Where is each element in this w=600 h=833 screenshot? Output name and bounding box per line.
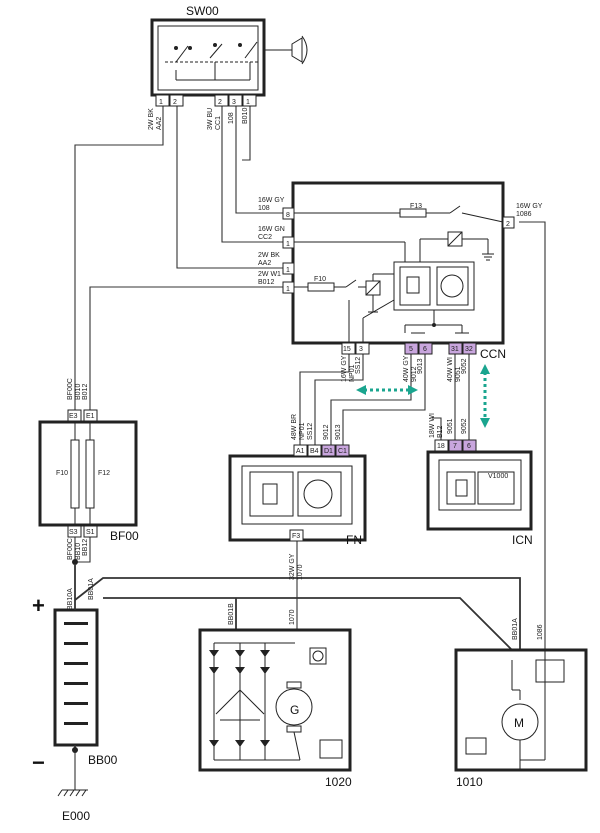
svg-text:1: 1 bbox=[286, 241, 290, 248]
minus-sign: − bbox=[32, 750, 45, 775]
svg-text:6: 6 bbox=[423, 346, 427, 353]
svg-text:16W GYNP01: 16W GYNP01 bbox=[341, 355, 356, 382]
svg-text:108: 108 bbox=[228, 112, 235, 124]
svg-text:1086: 1086 bbox=[537, 624, 544, 640]
wires bbox=[74, 106, 546, 790]
svg-text:S3: S3 bbox=[69, 529, 78, 536]
svg-text:9052: 9052 bbox=[461, 418, 468, 434]
svg-text:1: 1 bbox=[246, 99, 250, 106]
fn-label: FN bbox=[346, 533, 362, 547]
bf00-label: BF00 bbox=[110, 529, 139, 543]
svg-text:A1: A1 bbox=[296, 448, 305, 455]
svg-text:F10: F10 bbox=[314, 276, 326, 283]
svg-text:B4: B4 bbox=[310, 448, 319, 455]
svg-text:B012: B012 bbox=[82, 384, 89, 400]
bb00-battery bbox=[53, 559, 99, 797]
g-symbol: G bbox=[290, 703, 299, 717]
svg-text:E1: E1 bbox=[86, 413, 95, 420]
gen-label: 1020 bbox=[325, 775, 352, 789]
starter-label: 1010 bbox=[456, 775, 483, 789]
svg-text:F3: F3 bbox=[292, 533, 300, 540]
svg-text:2: 2 bbox=[173, 99, 177, 106]
svg-text:1: 1 bbox=[286, 267, 290, 274]
svg-text:F12: F12 bbox=[98, 470, 110, 477]
labels: SW00 CCN BF00 FN ICN BB00 E000 1020 1010… bbox=[32, 4, 544, 823]
svg-text:2: 2 bbox=[218, 99, 222, 106]
e000-label: E000 bbox=[62, 809, 90, 823]
svg-text:BB01A: BB01A bbox=[512, 618, 519, 640]
icn-module bbox=[426, 439, 533, 531]
svg-text:2W BKAA2: 2W BKAA2 bbox=[258, 252, 280, 267]
fn-module bbox=[228, 444, 367, 542]
signal-arrows bbox=[356, 364, 490, 428]
svg-text:9013: 9013 bbox=[335, 424, 342, 440]
svg-text:D1: D1 bbox=[324, 448, 333, 455]
m-symbol: M bbox=[514, 716, 524, 730]
svg-text:15: 15 bbox=[343, 346, 351, 353]
svg-text:48W BRNP01: 48W BRNP01 bbox=[291, 414, 306, 440]
svg-text:BB01B: BB01B bbox=[228, 603, 235, 625]
svg-text:2W BKAA2: 2W BKAA2 bbox=[148, 108, 163, 130]
svg-text:BB01A: BB01A bbox=[88, 578, 95, 600]
svg-text:SS12: SS12 bbox=[355, 357, 362, 374]
svg-text:1070: 1070 bbox=[289, 609, 296, 625]
svg-text:B010: B010 bbox=[242, 108, 249, 124]
svg-text:6: 6 bbox=[467, 443, 471, 450]
icn-sub-label: V1000 bbox=[488, 473, 508, 480]
sw00-label: SW00 bbox=[186, 4, 219, 18]
svg-text:BB12: BB12 bbox=[82, 539, 89, 556]
bb00-label: BB00 bbox=[88, 753, 118, 767]
starter-1010 bbox=[454, 648, 588, 772]
svg-text:5: 5 bbox=[409, 346, 413, 353]
icn-label: ICN bbox=[512, 533, 533, 547]
svg-text:31: 31 bbox=[451, 346, 459, 353]
svg-text:C1: C1 bbox=[338, 448, 347, 455]
svg-text:SS12: SS12 bbox=[307, 423, 314, 440]
svg-text:18W WIB12: 18W WIB12 bbox=[429, 413, 444, 438]
svg-text:E3: E3 bbox=[69, 413, 78, 420]
sw00-switch bbox=[150, 18, 308, 107]
svg-text:9012: 9012 bbox=[323, 424, 330, 440]
svg-text:S1: S1 bbox=[86, 529, 95, 536]
ccn-module bbox=[282, 181, 515, 355]
svg-text:32W GY1070: 32W GY1070 bbox=[289, 553, 304, 580]
svg-text:3W BUCC1: 3W BUCC1 bbox=[207, 108, 222, 130]
svg-text:BB10A: BB10A bbox=[67, 588, 74, 610]
svg-text:F10: F10 bbox=[56, 470, 68, 477]
svg-text:9051: 9051 bbox=[447, 418, 454, 434]
svg-text:9013: 9013 bbox=[417, 358, 424, 374]
svg-text:BF00CBB10: BF00CBB10 bbox=[67, 538, 82, 560]
svg-text:9052: 9052 bbox=[461, 358, 468, 374]
svg-text:7: 7 bbox=[453, 443, 457, 450]
ccn-label: CCN bbox=[480, 347, 506, 361]
svg-text:BF00CB010: BF00CB010 bbox=[67, 378, 82, 400]
svg-text:2: 2 bbox=[506, 221, 510, 228]
svg-text:32: 32 bbox=[465, 346, 473, 353]
svg-text:F13: F13 bbox=[410, 203, 422, 210]
svg-text:8: 8 bbox=[286, 212, 290, 219]
svg-text:40W GY9012: 40W GY9012 bbox=[403, 355, 418, 382]
svg-text:18: 18 bbox=[437, 443, 445, 450]
svg-text:3: 3 bbox=[359, 346, 363, 353]
gen-1020 bbox=[198, 628, 352, 772]
svg-text:40W WI9051: 40W WI9051 bbox=[447, 357, 462, 382]
svg-text:3: 3 bbox=[232, 99, 236, 106]
bf00-fusebox bbox=[38, 409, 138, 538]
svg-text:1: 1 bbox=[286, 286, 290, 293]
svg-text:1: 1 bbox=[159, 99, 163, 106]
plus-sign: + bbox=[32, 593, 45, 618]
